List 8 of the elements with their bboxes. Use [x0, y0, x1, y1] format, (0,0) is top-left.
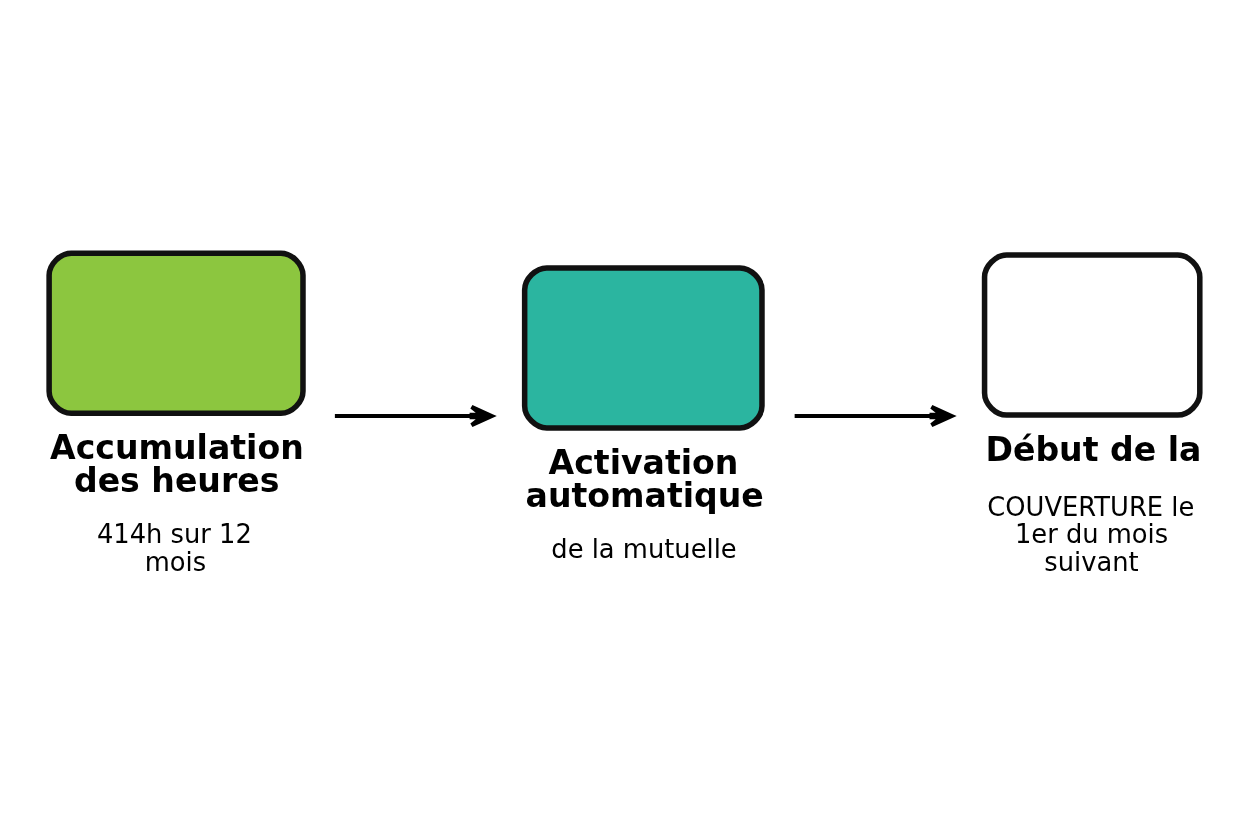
arrow — [334, 404, 494, 428]
arrow — [794, 404, 954, 428]
node-label: Activation automatique — [525, 442, 764, 515]
node-label: Début de la — [985, 429, 1202, 469]
node-label: de la mutuelle — [551, 534, 737, 565]
node-label: Accumulation des heures — [50, 428, 304, 501]
node-label: 414h sur 12 mois — [96, 519, 252, 577]
node-label: COUVERTURE le 1er du mois suivant — [987, 491, 1195, 577]
